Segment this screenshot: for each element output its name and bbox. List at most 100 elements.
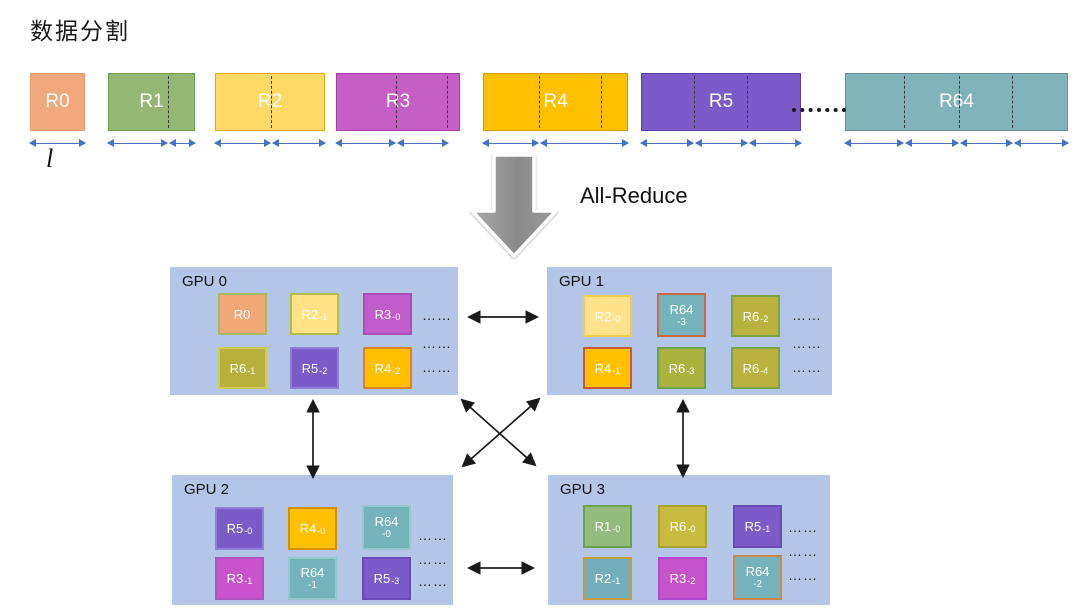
tile-r2-1: R2-1: [583, 557, 632, 600]
tile-main: R5: [301, 360, 319, 376]
tile-main: R6: [742, 308, 760, 324]
block-label: R4: [543, 91, 568, 112]
segment-divider: [904, 76, 905, 128]
tile-sub: -2: [753, 579, 762, 590]
tile-main: R0: [233, 306, 251, 322]
more-tiles-ellipsis: ……: [422, 307, 452, 323]
page-title: 数据分割: [30, 18, 130, 44]
tile-main: R64: [745, 564, 770, 579]
gpu-2-label: GPU 2: [184, 481, 230, 498]
more-tiles-ellipsis: ……: [418, 551, 448, 567]
tile-r5-1: R5-1: [733, 505, 782, 548]
tile-sub: -1: [308, 580, 317, 591]
gpu-0-label: GPU 0: [182, 273, 228, 290]
more-tiles-ellipsis: ……: [418, 573, 448, 589]
block-label: R64: [939, 91, 974, 112]
tile-sub: -2: [687, 576, 696, 586]
data-block-r1: R1: [108, 73, 195, 131]
tile-main: R2: [594, 571, 612, 586]
gpu-2-box: GPU 2 R5-0 R4-0 R64-0 R3-1 R64-1 R5-3 ………: [172, 475, 453, 605]
data-block-r5: R5: [641, 73, 801, 131]
tile-r6-3: R6-3: [657, 347, 706, 389]
tile-main: R6: [229, 360, 247, 376]
tile-sub: -0: [687, 524, 696, 534]
measure-arrow: [905, 139, 959, 147]
tile-main: R6: [668, 360, 686, 376]
data-block-r64: R64: [845, 73, 1068, 131]
tile-main: R64: [374, 514, 399, 529]
more-tiles-ellipsis: ……: [418, 527, 448, 543]
tile-main: R2: [301, 306, 319, 322]
tile-main: R5: [226, 521, 244, 536]
tile-main: R6: [669, 519, 687, 534]
block-label: R3: [385, 91, 411, 112]
segment-divider: [539, 76, 540, 128]
tile-r2-0: R2-0: [583, 295, 632, 337]
segment-divider: [447, 76, 448, 128]
measure-arrow: [640, 139, 694, 147]
data-block-r4: R4: [483, 73, 628, 131]
gpu-3-box: GPU 3 R1-0 R6-0 R5-1 R2-1 R3-2 R64-2 …… …: [548, 475, 830, 605]
tile-sub: -0: [612, 524, 621, 534]
tile-r1-0: R1-0: [583, 505, 632, 548]
more-tiles-ellipsis: ……: [792, 307, 822, 323]
tile-sub: -2: [760, 313, 769, 324]
tile-sub: -0: [612, 313, 621, 324]
tile-sub: -1: [762, 524, 771, 534]
gpu-3-label: GPU 3: [560, 481, 606, 498]
segment-divider: [1012, 76, 1013, 128]
tile-main: R1: [594, 519, 612, 534]
tile-main: R3: [226, 571, 244, 586]
tile-r4-1: R4-1: [583, 347, 632, 389]
more-tiles-ellipsis: ……: [792, 335, 822, 351]
tile-r6-0: R6-0: [658, 505, 707, 548]
tile-sub: -0: [392, 311, 401, 322]
tile-sub: -3: [677, 316, 686, 328]
block-label: R1: [139, 91, 164, 112]
segment-divider: [601, 76, 602, 128]
arrow-gpu0-gpu3: [460, 398, 537, 467]
more-tiles-ellipsis: ……: [792, 359, 822, 375]
measure-arrow: [29, 139, 86, 147]
tile-sub: -1: [247, 365, 256, 376]
block-label: R0: [45, 91, 70, 112]
segment-divider: [271, 76, 272, 128]
block-label: R5: [708, 91, 734, 112]
measure-arrow: [960, 139, 1013, 147]
measure-arrow: [844, 139, 904, 147]
tile-main: R5: [744, 519, 762, 534]
measure-arrow: [695, 139, 748, 147]
more-tiles-ellipsis: ……: [788, 519, 818, 535]
unit-length-label: l: [46, 144, 54, 173]
more-tiles-ellipsis: ……: [422, 359, 452, 375]
tile-sub: -1: [244, 576, 253, 586]
segment-divider: [168, 76, 169, 128]
tile-main: R3: [669, 571, 687, 586]
tile-r64-1: R64-1: [288, 557, 337, 600]
tile-main: R2: [594, 308, 612, 324]
all-reduce-arrow-icon: [470, 153, 558, 258]
tile-r6-1: R6-1: [218, 347, 267, 389]
more-tiles-ellipsis: ……: [788, 543, 818, 559]
tile-sub: -3: [686, 365, 695, 376]
measure-arrow: [482, 139, 539, 147]
tile-r5-3: R5-3: [362, 557, 411, 600]
tile-r2-1: R2-1: [290, 293, 339, 335]
tile-main: R5: [373, 571, 391, 586]
segment-divider: [747, 76, 748, 128]
data-block-r3: R3: [336, 73, 460, 131]
tile-main: R6: [742, 360, 760, 376]
tile-r4-0: R4-0: [288, 507, 337, 550]
tile-main: R64: [669, 301, 694, 317]
gpu-1-label: GPU 1: [559, 273, 605, 290]
tile-sub: -1: [612, 365, 621, 376]
measure-arrow: [272, 139, 326, 147]
measure-arrow: [214, 139, 271, 147]
tile-r3-1: R3-1: [215, 557, 264, 600]
tile-r6-2: R6-2: [731, 295, 780, 337]
gpu-0-box: GPU 0 R0 R2-1 R3-0 R6-1 R5-2 R4-2 …… …… …: [170, 267, 458, 395]
tile-r64-3: R64-3: [657, 293, 706, 337]
tile-r64-0: R64-0: [362, 505, 411, 550]
tile-r5-0: R5-0: [215, 507, 264, 550]
segment-divider: [694, 76, 695, 128]
